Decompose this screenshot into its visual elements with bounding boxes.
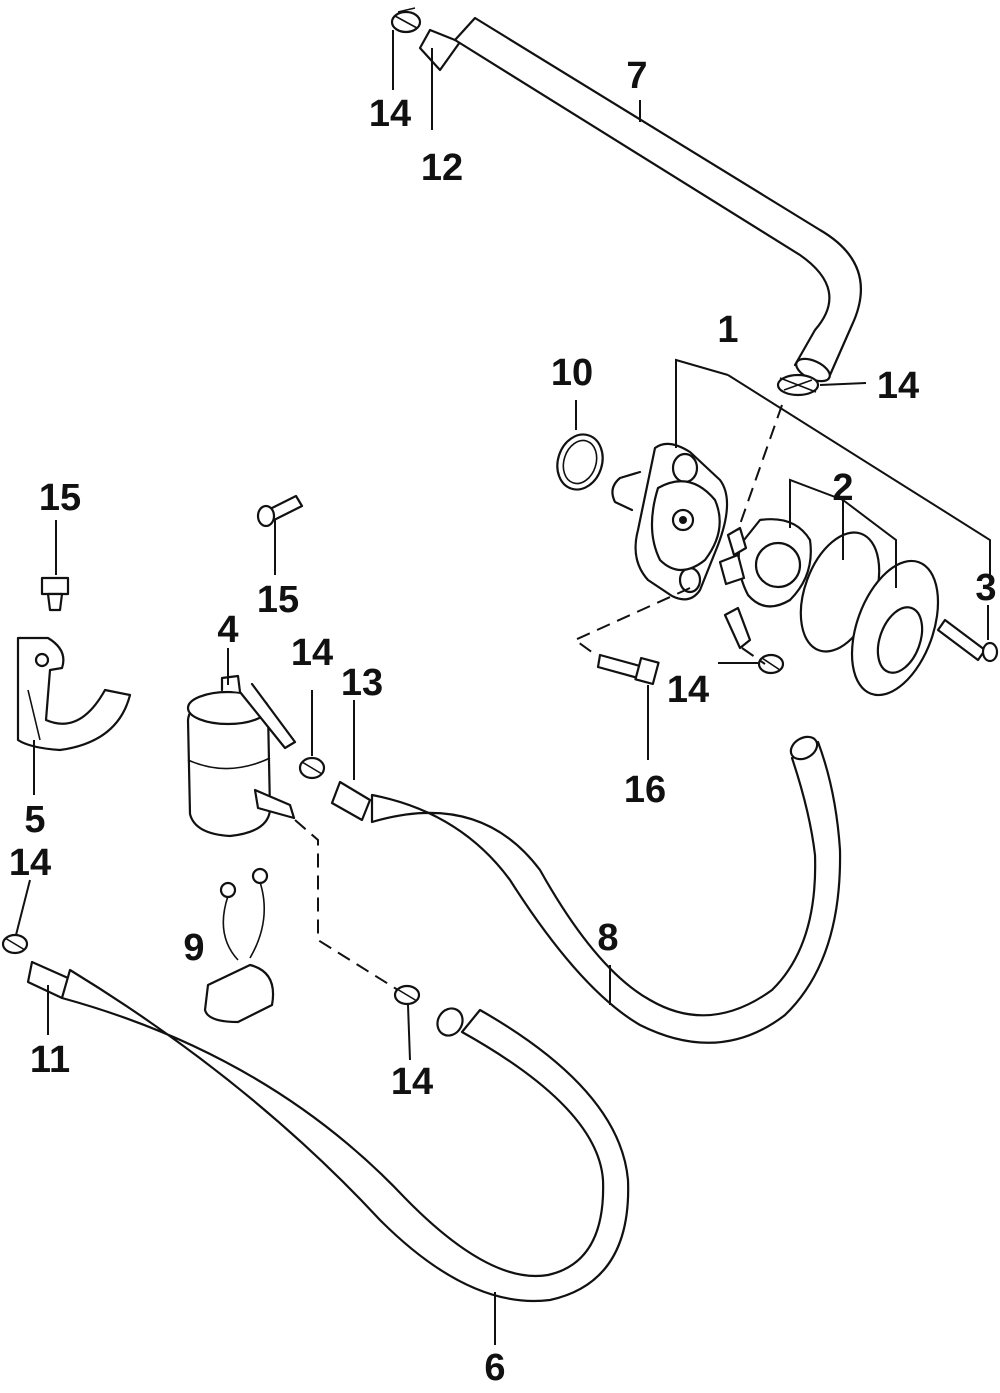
- fuel-pump-assembly: [611, 442, 940, 697]
- hose-clamp-14-left: [1, 933, 29, 955]
- callout-7: 7: [626, 55, 647, 97]
- callout-13: 13: [341, 662, 383, 704]
- callout-14-filter: 14: [291, 632, 333, 674]
- bolt-15-bracket: [40, 576, 70, 612]
- hose-clamp-14-pump-outlet: [757, 653, 785, 675]
- callout-10: 10: [551, 352, 593, 394]
- callout-14-left: 14: [9, 842, 51, 884]
- callout-5: 5: [24, 799, 45, 841]
- o-ring-10: [556, 433, 604, 491]
- callout-14-top: 14: [369, 93, 411, 135]
- screw-3: [936, 618, 999, 663]
- fuel-hose-6: [26, 960, 630, 1302]
- hose-clamp-14-pump-top: [776, 373, 820, 397]
- hose-clamp-14-bottom: [393, 984, 421, 1006]
- callout-14-pump-outlet: 14: [667, 669, 709, 711]
- fuel-hose-8: [330, 735, 842, 1044]
- bracket-5: [16, 636, 132, 752]
- hose-clamp-14-top: [390, 7, 422, 34]
- bolt-15-filter: [256, 494, 304, 528]
- clip-9: [203, 867, 275, 1024]
- leader-lines: [15, 30, 991, 1345]
- callout-15-left: 15: [39, 477, 81, 519]
- bolt-16: [596, 653, 660, 686]
- callout-9: 9: [183, 927, 204, 969]
- callout-11: 11: [30, 1039, 70, 1081]
- hose-clamp-14-filter: [298, 756, 326, 780]
- callout-1: 1: [717, 309, 738, 351]
- callout-16: 16: [624, 769, 666, 811]
- callout-15-filter: 15: [257, 579, 299, 621]
- fuel-hose-7: [418, 16, 862, 383]
- callout-2: 2: [832, 467, 853, 509]
- callout-4: 4: [217, 609, 238, 651]
- callout-14-pump-top: 14: [877, 365, 919, 407]
- fuel-filter-4: [186, 674, 297, 838]
- callout-6: 6: [484, 1347, 505, 1389]
- callout-3: 3: [975, 567, 996, 609]
- callout-8: 8: [597, 917, 618, 959]
- callout-12: 12: [421, 147, 463, 189]
- callout-labels: 1 2 3 4 5 6 7 8 9 10 11 12 13 14 14 14 1…: [9, 55, 997, 1389]
- callout-14-bottom: 14: [391, 1061, 433, 1103]
